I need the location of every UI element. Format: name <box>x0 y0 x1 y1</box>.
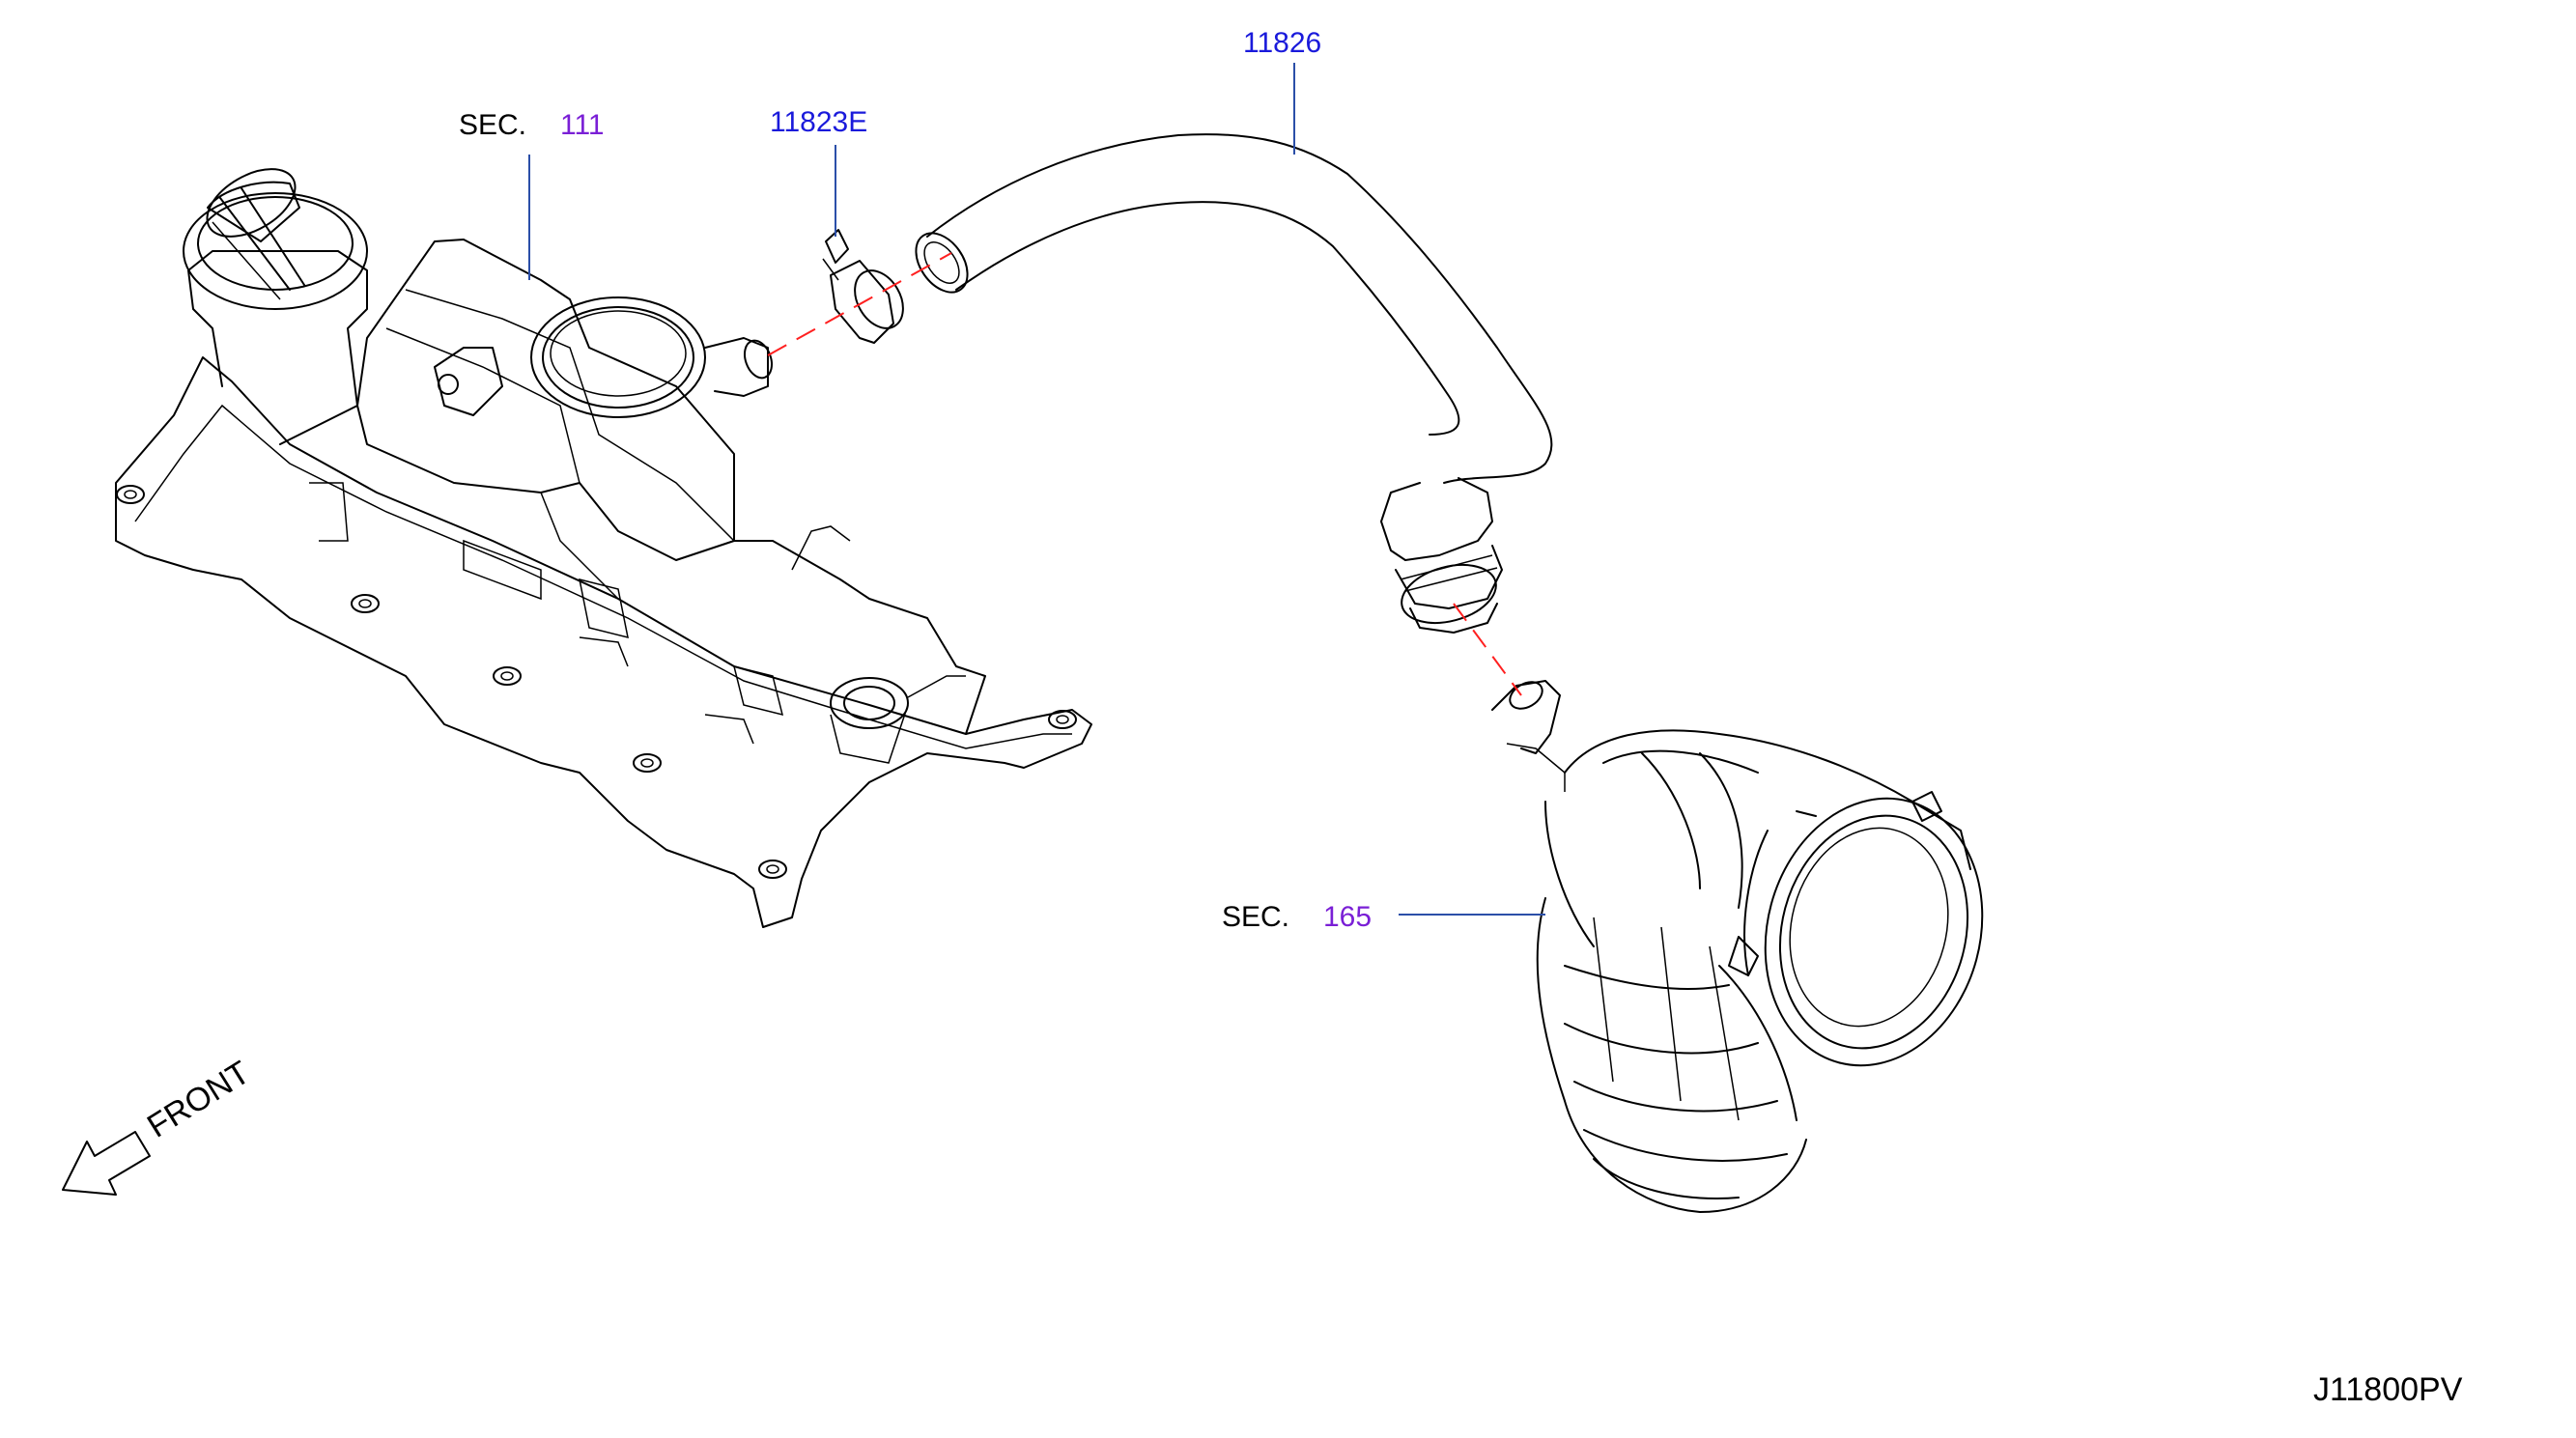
pcv-hose-11826[interactable] <box>905 133 1553 634</box>
rocker-cover <box>115 168 1092 928</box>
hose-clamp-11823E[interactable] <box>822 229 913 344</box>
part-number-11823E[interactable]: 11823E <box>770 106 868 138</box>
sec-165-number[interactable]: 165 <box>1323 901 1373 933</box>
sec-111-number[interactable]: 111 <box>560 109 605 141</box>
diagram-code: J11800PV <box>2313 1371 2463 1408</box>
part-number-11826[interactable]: 11826 <box>1243 27 1322 59</box>
centerline-clamp-cover <box>767 252 952 356</box>
front-arrow-icon <box>62 1131 151 1196</box>
sec-165-label: SEC. <box>1222 901 1290 933</box>
sec-111-label: SEC. <box>459 109 527 141</box>
centerline-hose-duct <box>1453 603 1522 696</box>
air-duct <box>1491 680 1984 1213</box>
